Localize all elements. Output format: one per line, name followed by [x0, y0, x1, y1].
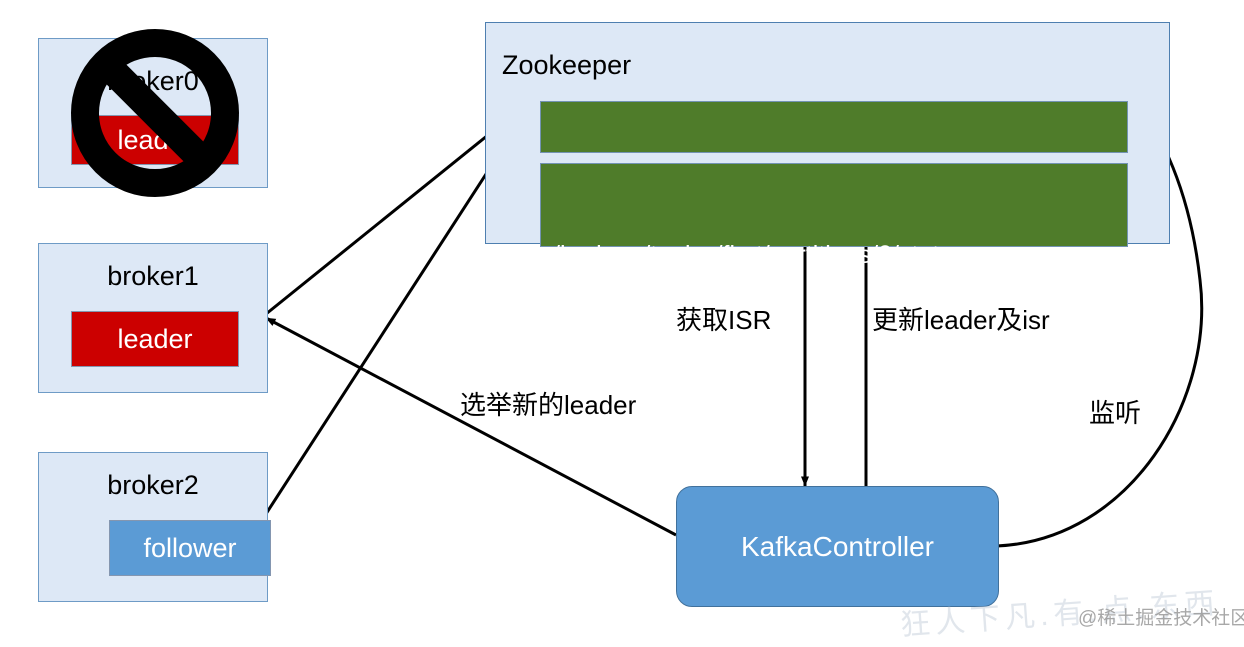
- broker-box-broker0[interactable]: broker0 leader: [38, 38, 268, 188]
- kafka-controller-label: KafkaController: [741, 530, 934, 562]
- znode-partition-state[interactable]: /brokers/topics/first/partitions/0/state…: [540, 163, 1128, 371]
- broker-box-broker2[interactable]: broker2 follower: [38, 452, 271, 602]
- znode-value-partition-state: "leader":1,"isr":[1,2]: [553, 343, 768, 371]
- edge-label-watch: 监听: [1089, 398, 1142, 428]
- broker-label-broker0: broker0: [107, 66, 199, 96]
- znode-path-partition-state: /brokers/topics/first/partitions/0/state: [553, 241, 954, 269]
- broker-role-broker0: leader: [71, 115, 239, 165]
- broker-label-broker1: broker1: [107, 261, 199, 291]
- edge-label-get-isr: 获取ISR: [676, 305, 772, 335]
- zookeeper-title: Zookeeper: [502, 50, 632, 80]
- znode-brokers-ids[interactable]: /brokers/ids/ [1,2]: [540, 101, 1128, 209]
- broker-role-broker1: leader: [71, 311, 239, 367]
- broker-box-broker1[interactable]: broker1 leader: [38, 243, 268, 393]
- zookeeper-panel[interactable]: Zookeeper /brokers/ids/ [1,2] /brokers/t…: [485, 22, 1170, 371]
- broker-label-broker2: broker2: [107, 470, 199, 500]
- edge-label-update-leader: 更新leader及isr: [872, 305, 1050, 335]
- broker-role-broker2: follower: [109, 520, 271, 576]
- edge-label-elect-leader: 选举新的leader: [460, 390, 637, 420]
- site-watermark: @稀土掘金技术社区: [1078, 608, 1244, 629]
- kafka-controller-node[interactable]: KafkaController: [676, 486, 999, 607]
